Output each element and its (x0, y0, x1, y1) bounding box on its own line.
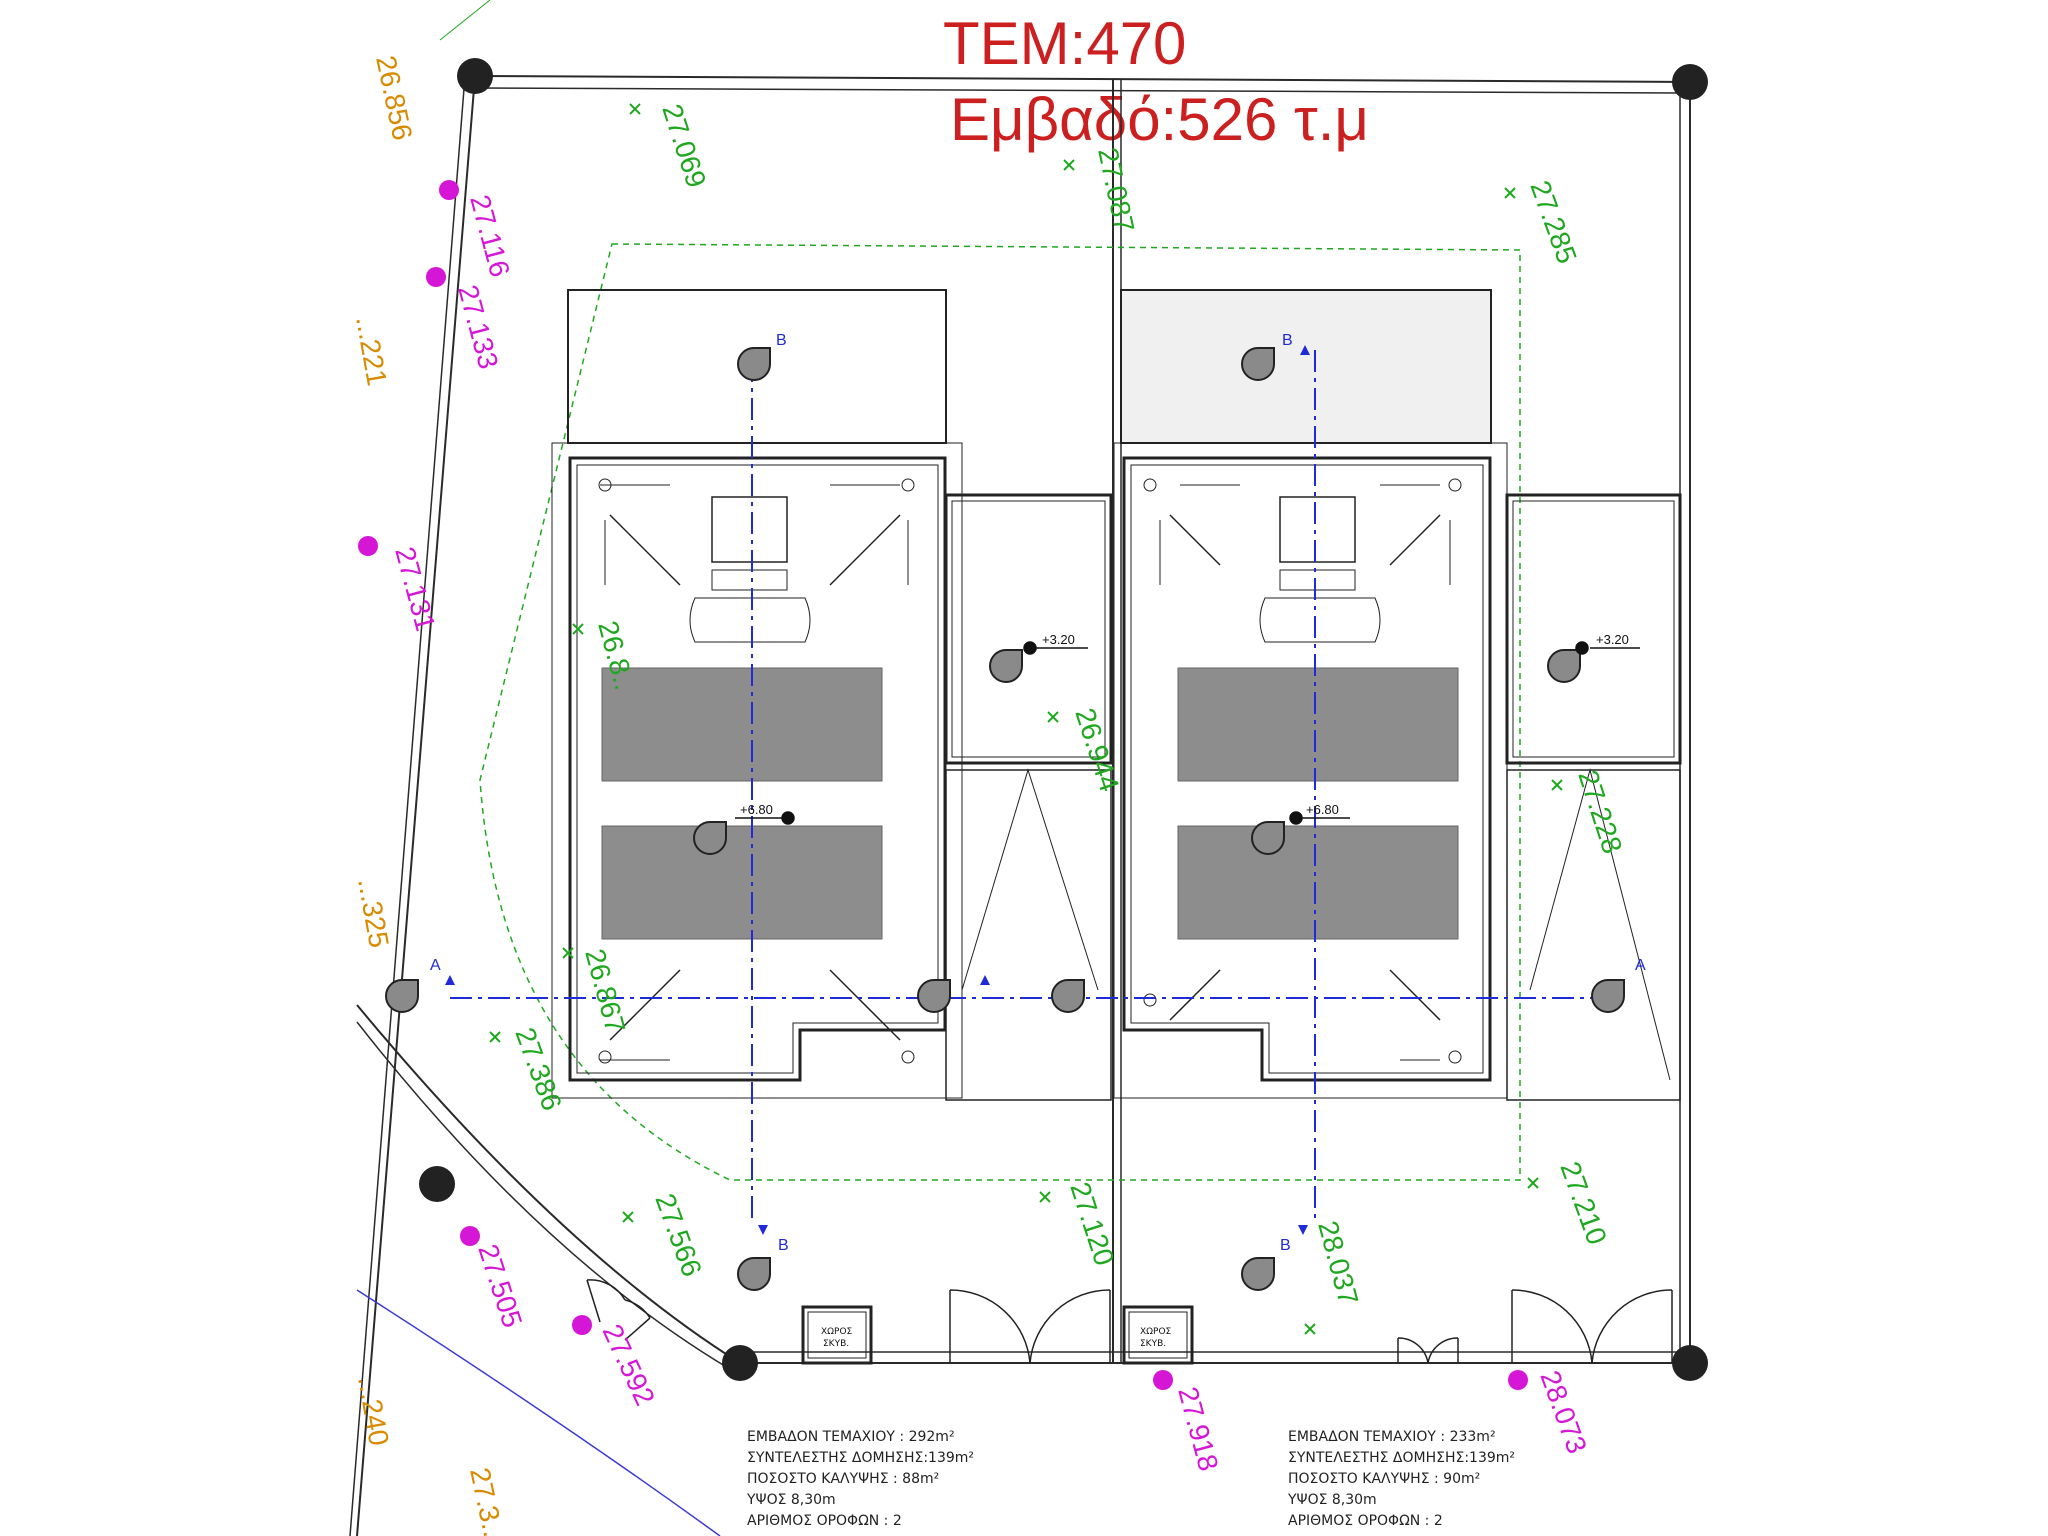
boundary-marker-icon (457, 58, 493, 94)
bin-store-right (1122, 1305, 1194, 1365)
elevation-label: 27.918 (1172, 1384, 1224, 1475)
viewpoint-marker-icon (916, 979, 951, 1013)
bin-store-left (801, 1305, 873, 1365)
roof-grid-right (1177, 667, 1459, 940)
bin-store-label: ΣΚΥΒ. (823, 1339, 849, 1349)
elevation-label: 27.087 (1092, 145, 1140, 235)
elevation-label: 28.073 (1534, 1366, 1592, 1457)
elevation-label: 27.210 (1554, 1157, 1612, 1248)
bin-store-label: ΣΚΥΒ. (1140, 1339, 1166, 1349)
level-marks (735, 641, 1640, 825)
bin-store-label: ΧΩΡΟΣ (821, 1327, 853, 1337)
elevation-label: 26.8.. (592, 618, 640, 694)
elevation-label: 27.566 (649, 1189, 707, 1280)
boundary-marker-icon (1672, 1345, 1708, 1381)
elevation-label: 26.867 (579, 946, 631, 1037)
elevation-label: 27.386 (509, 1023, 567, 1114)
info-line: ΕΜΒΑΔΟΝ ΤΕΜΑΧΙΟΥ : 292m² (747, 1429, 955, 1445)
info-line: ΣΥΝΤΕΛΕΣΤΗΣ ΔΟΜΗΣΗΣ:139m² (1288, 1450, 1515, 1466)
level-datum-icon (1289, 811, 1303, 825)
plot-info-right: ΕΜΒΑΔΟΝ ΤΕΜΑΧΙΟΥ : 233m² ΣΥΝΤΕΛΕΣΤΗΣ ΔΟΜ… (1287, 1429, 1515, 1529)
level-mark-roof-right: +6.80 (1306, 802, 1339, 817)
section-label-b: B (1280, 1237, 1291, 1254)
info-line: ΑΡΙΘΜΟΣ ΟΡΟΦΩΝ : 2 (1288, 1513, 1443, 1529)
info-line: ΑΡΙΘΜΟΣ ΟΡΟΦΩΝ : 2 (747, 1513, 902, 1529)
plot-area-title: Εμβαδό:526 τ.μ (950, 86, 1369, 153)
elevation-label: 27.285 (1524, 176, 1582, 267)
level-datum-icon (1023, 641, 1037, 655)
plot-number-title: ΤΕΜ:470 (943, 10, 1186, 77)
elevation-label: 27.120 (1064, 1178, 1120, 1269)
elevation-label: 27.505 (472, 1240, 528, 1331)
section-label-b: B (778, 1237, 789, 1254)
viewpoint-marker-icon (736, 1257, 771, 1291)
level-mark-annex-right: +3.20 (1596, 632, 1629, 647)
viewpoint-marker-icon (1250, 821, 1285, 855)
info-line: ΠΟΣΟΣΤΟ ΚΑΛΥΨΗΣ : 90m² (1288, 1471, 1480, 1487)
elevation-label: 27.228 (1572, 766, 1628, 857)
viewpoint-marker-icon (988, 649, 1023, 683)
section-arrow-icon (1300, 345, 1310, 355)
elevation-label: ...325 (352, 876, 395, 950)
section-label-b: B (1282, 332, 1293, 349)
section-arrow-icon (1298, 1225, 1308, 1235)
level-mark-roof-left: +6.80 (740, 802, 773, 817)
elevation-label: 27.592 (597, 1319, 661, 1410)
boundary-markers (419, 58, 1708, 1381)
viewpoint-marker-icon (1050, 979, 1085, 1013)
spot-points (358, 180, 1528, 1390)
viewpoint-marker-icon (692, 821, 727, 855)
house-left (551, 289, 1113, 1101)
section-label-b: B (776, 332, 787, 349)
roof-grid-left (601, 667, 883, 940)
info-line: ΥΨΟΣ 8,30m (1287, 1492, 1377, 1508)
bin-store-label: ΧΩΡΟΣ (1140, 1327, 1172, 1337)
elevation-label: 27.069 (656, 100, 712, 191)
section-label-a: A (1635, 957, 1646, 974)
info-line: ΠΟΣΟΣΤΟ ΚΑΛΥΨΗΣ : 88m² (747, 1471, 939, 1487)
viewpoint-marker-icon (1240, 347, 1275, 381)
section-lines (450, 350, 1620, 1220)
spot-point-icon (1153, 1370, 1173, 1390)
plot-info-left: ΕΜΒΑΔΟΝ ΤΕΜΑΧΙΟΥ : 292m² ΣΥΝΤΕΛΕΣΤΗΣ ΔΟΜ… (746, 1429, 974, 1529)
elevation-label: 26.944 (1069, 704, 1125, 795)
elevation-label: ...221 (350, 314, 393, 388)
section-arrow-icon (445, 975, 455, 985)
level-datum-icon (1575, 641, 1589, 655)
boundary-marker-icon (1672, 64, 1708, 100)
section-arrow-icon (980, 975, 990, 985)
level-mark-annex-left: +3.20 (1042, 632, 1075, 647)
spot-point-icon (1508, 1370, 1528, 1390)
section-arrow-icon (758, 1225, 768, 1235)
section-label-a: A (430, 957, 441, 974)
elevation-label: 27.3... (464, 1465, 511, 1536)
spot-point-icon (439, 180, 459, 200)
elevation-label: 26.856 (370, 53, 418, 143)
house-right (1113, 289, 1682, 1101)
elevation-label: 27.116 (464, 192, 516, 281)
spot-point-icon (358, 536, 378, 556)
elevation-label: 27.133 (452, 282, 504, 373)
viewpoint-marker-icon (1546, 649, 1581, 683)
spot-point-icon (572, 1315, 592, 1335)
level-datum-icon (781, 811, 795, 825)
spot-point-icon (426, 267, 446, 287)
level-crosses (489, 103, 1563, 1335)
viewpoint-marker-icon (736, 347, 771, 381)
elevation-label: 28.037 (1312, 1218, 1364, 1309)
info-line: ΣΥΝΤΕΛΕΣΤΗΣ ΔΟΜΗΣΗΣ:139m² (747, 1450, 974, 1466)
viewpoint-marker-icon (1590, 979, 1625, 1013)
info-line: ΕΜΒΑΔΟΝ ΤΕΜΑΧΙΟΥ : 233m² (1288, 1429, 1496, 1445)
spot-point-icon (460, 1226, 480, 1246)
section-arrows (445, 345, 1310, 1235)
boundary-marker-icon (419, 1166, 455, 1202)
viewpoint-marker-icon (1240, 1257, 1275, 1291)
boundary-marker-icon (722, 1345, 758, 1381)
viewpoint-markers (384, 347, 1625, 1291)
entrance-gates (586, 1279, 1673, 1364)
viewpoint-marker-icon (384, 979, 419, 1013)
info-line: ΥΨΟΣ 8,30m (746, 1492, 836, 1508)
